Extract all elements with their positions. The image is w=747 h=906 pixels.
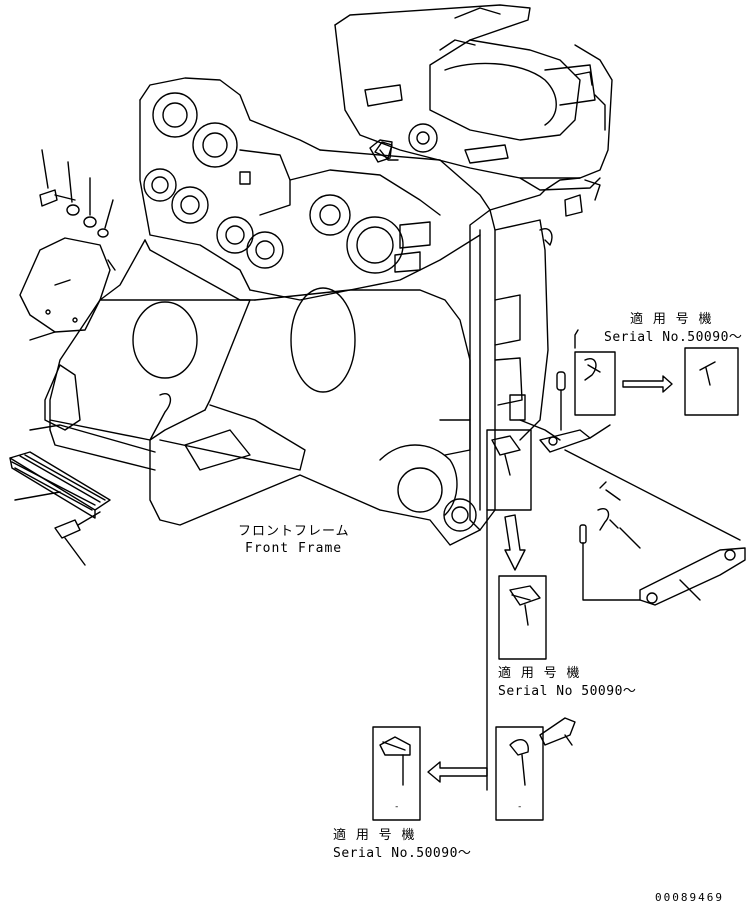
cover-plate [19,237,111,341]
applicable-label-1: 適 用 号 機 [630,312,713,327]
front-frame-body [29,77,601,546]
front-frame-label-jp: フロントフレーム [238,524,350,539]
serial-label-1: Serial No.50090～ [604,330,743,345]
bolt-washer-set [39,149,116,271]
applicable-label-3: 適 用 号 機 [333,828,416,843]
box-dash-1: - [394,802,400,812]
front-frame-label-en: Front Frame [245,541,343,556]
step-bracket-detail [372,429,576,821]
rear-frame-top [334,4,613,191]
serial-label-2: Serial No 50090～ [498,684,637,699]
drawing-number: 00089469 [655,891,724,904]
applicable-label-2: 適 用 号 機 [498,666,581,681]
box-dash-2: - [517,802,523,812]
lock-pin-detail [539,329,746,606]
step-assembly [9,451,111,566]
serial-label-3: Serial No.50090～ [333,846,472,861]
